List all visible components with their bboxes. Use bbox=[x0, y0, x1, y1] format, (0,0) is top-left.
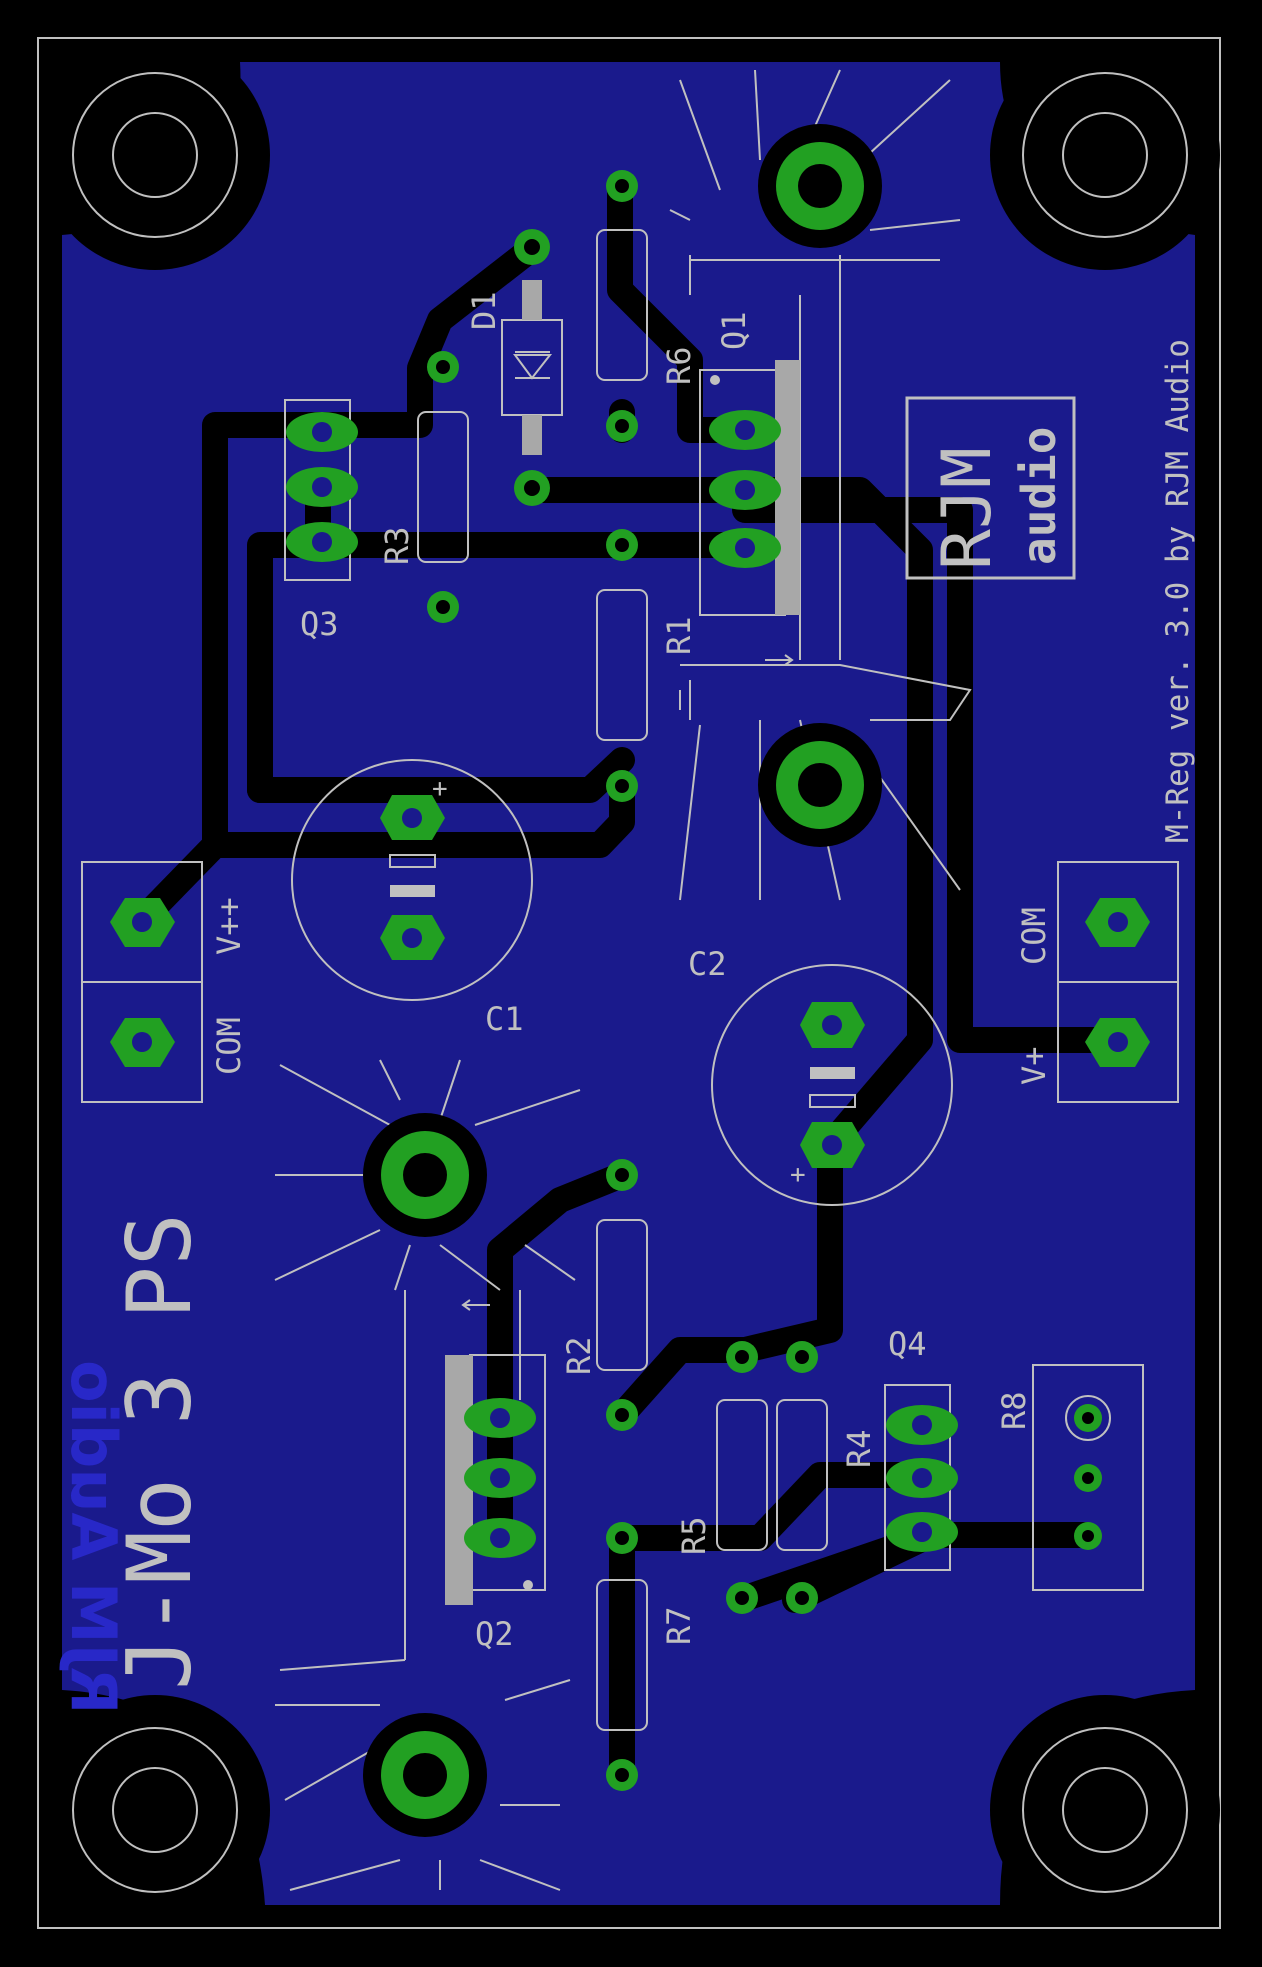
label-c1: C1 bbox=[485, 1000, 524, 1038]
label-c2: C2 bbox=[688, 945, 727, 983]
label-vpp: V++ bbox=[210, 897, 248, 955]
board-outline bbox=[37, 37, 1221, 1929]
label-r3: R3 bbox=[378, 526, 416, 565]
resistor-r5 bbox=[716, 1341, 768, 1614]
label-r2: R2 bbox=[560, 1336, 598, 1375]
label-com-right: COM bbox=[1015, 907, 1053, 965]
trimmer-r8 bbox=[1032, 1364, 1144, 1591]
label-q3: Q3 bbox=[300, 605, 339, 643]
heatsink-silkscreen bbox=[274, 69, 972, 1891]
label-q4: Q4 bbox=[888, 1325, 927, 1363]
mount-hole-bl bbox=[40, 1695, 270, 1925]
silkscreen-labels: M-Reg ver. 3.0 by RJM Audio D1 R6 Q1 R3 … bbox=[57, 291, 1196, 1714]
label-r7: R7 bbox=[660, 1606, 698, 1645]
label-d1: D1 bbox=[465, 291, 503, 330]
label-plus-c2: + bbox=[790, 1160, 806, 1190]
label-r6: R6 bbox=[660, 346, 698, 385]
connector-right bbox=[1057, 861, 1179, 1103]
capacitor-c1 bbox=[291, 759, 533, 1001]
diode-d1 bbox=[501, 229, 563, 506]
mount-hole-tl bbox=[40, 40, 270, 270]
heatsink-holes bbox=[363, 124, 882, 1837]
resistor-r3 bbox=[417, 351, 469, 623]
q3-transistor bbox=[284, 399, 358, 581]
label-com-left: COM bbox=[210, 1017, 248, 1075]
mounting-holes bbox=[40, 40, 1220, 1925]
label-r8: R8 bbox=[995, 1391, 1033, 1430]
q4-transistor bbox=[884, 1384, 958, 1571]
resistor-r1 bbox=[596, 529, 648, 802]
connector-left bbox=[81, 861, 203, 1103]
heatsink-q2-bottom bbox=[275, 1659, 571, 1891]
mount-hole-br bbox=[990, 1695, 1220, 1925]
label-q1: Q1 bbox=[715, 311, 753, 350]
heatsink-q2-top bbox=[274, 1059, 581, 1660]
bottom-layer-logo: RJM Audio bbox=[57, 1360, 130, 1714]
resistor-r4 bbox=[776, 1341, 828, 1614]
heatsink-q1-top bbox=[669, 69, 961, 660]
heatsink-q1-bottom bbox=[679, 664, 972, 901]
q2-transistor bbox=[445, 1299, 546, 1605]
rjm-audio-logo: RJM audio bbox=[905, 396, 1076, 580]
label-r5: R5 bbox=[675, 1516, 713, 1555]
mount-hole-tr bbox=[990, 40, 1220, 270]
resistor-r7 bbox=[596, 1522, 648, 1791]
q1-transistor bbox=[699, 360, 800, 666]
resistor-r6 bbox=[596, 170, 648, 442]
label-q2: Q2 bbox=[475, 1615, 514, 1653]
logo-text-audio: audio bbox=[1012, 427, 1066, 565]
label-vp: V+ bbox=[1015, 1046, 1053, 1085]
label-plus-c1: + bbox=[432, 774, 448, 804]
resistor-r2 bbox=[596, 1159, 648, 1431]
label-r1: R1 bbox=[660, 616, 698, 655]
version-text: M-Reg ver. 3.0 by RJM Audio bbox=[1160, 339, 1196, 843]
board-title: J-Mo 3 PS bbox=[108, 1213, 211, 1690]
logo-text-rjm: RJM bbox=[928, 447, 1007, 570]
label-r4: R4 bbox=[840, 1429, 878, 1468]
resistors bbox=[417, 170, 828, 1791]
capacitor-c2 bbox=[711, 964, 953, 1206]
